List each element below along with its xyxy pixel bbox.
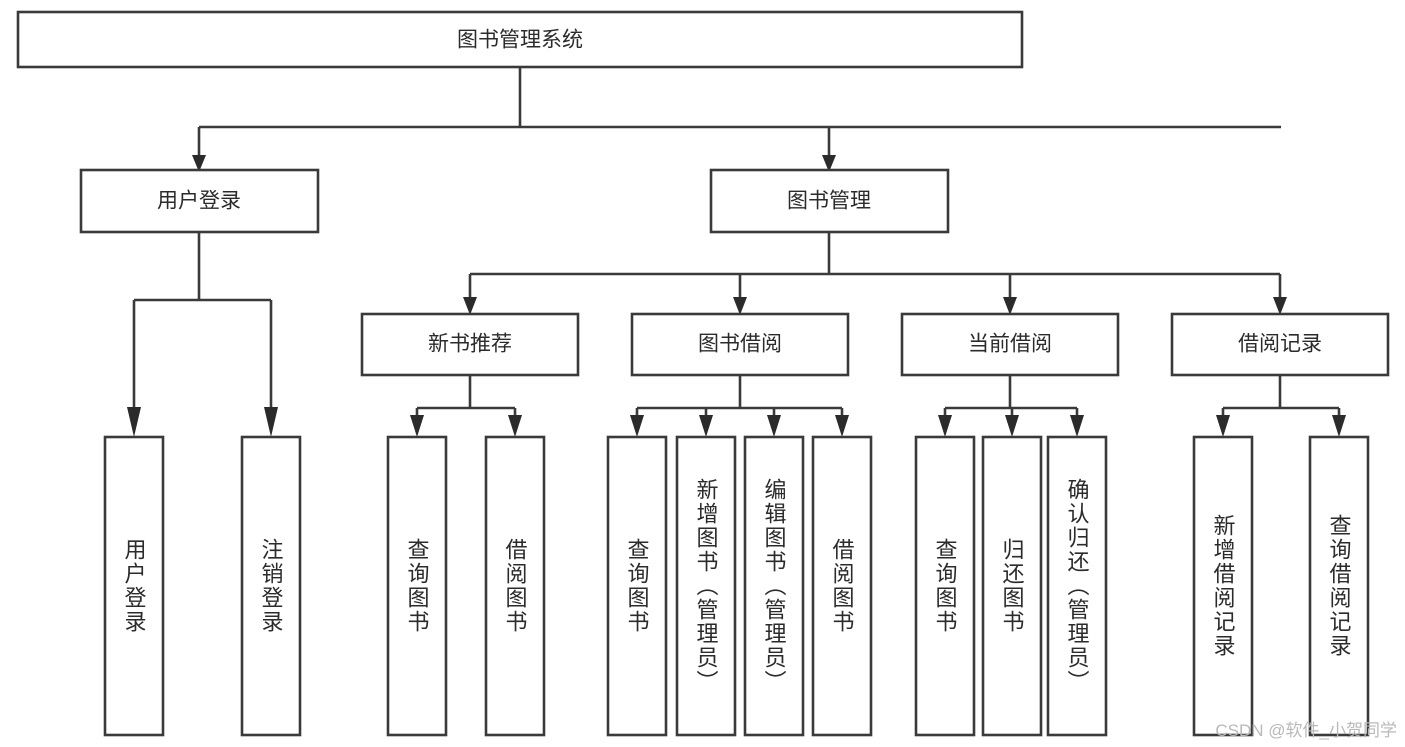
leaf-current-borrow-0-label: 查询图书	[933, 538, 958, 634]
connector-root-to-level2	[192, 67, 1281, 172]
connector-book-mgmt-to-level3	[463, 232, 1287, 315]
node-borrow-record-label: 借阅记录	[1238, 333, 1322, 356]
connector-borrow-record-to-leaves	[1216, 375, 1346, 437]
leaf-book-borrow-3-label: 借阅图书	[830, 538, 855, 634]
node-current-borrow-label: 当前借阅	[968, 333, 1052, 356]
node-book-borrow[interactable]: 图书借阅	[630, 312, 850, 377]
leaf-borrow-record-0-label: 新增借阅记录	[1211, 514, 1236, 658]
leaf-book-borrow-2[interactable]: 编辑图书（管理员）	[743, 435, 805, 737]
node-borrow-record[interactable]: 借阅记录	[1170, 312, 1390, 377]
node-book-borrow-label: 图书借阅	[698, 333, 782, 356]
leaf-borrow-record-1-label: 查询借阅记录	[1327, 514, 1352, 658]
node-current-borrow[interactable]: 当前借阅	[900, 312, 1120, 377]
leaf-current-borrow-1[interactable]: 归还图书	[981, 435, 1043, 737]
node-book-management-label: 图书管理	[787, 190, 871, 213]
node-root-label: 图书管理系统	[457, 29, 583, 52]
leaf-book-borrow-1-label: 新增图书（管理员）	[694, 478, 719, 694]
node-root[interactable]: 图书管理系统	[16, 10, 1024, 69]
leaf-current-borrow-0[interactable]: 查询图书	[914, 435, 976, 737]
leaf-user-login-1-label: 注销登录	[259, 538, 284, 634]
leaf-new-book-1[interactable]: 借阅图书	[484, 435, 546, 737]
connector-new-book-to-leaves	[410, 375, 522, 437]
leaf-current-borrow-2-label: 确认归还（管理员）	[1065, 478, 1090, 694]
node-user-login[interactable]: 用户登录	[79, 168, 320, 234]
node-book-management[interactable]: 图书管理	[709, 168, 950, 234]
node-new-book-recommend-label: 新书推荐	[428, 333, 512, 356]
connector-book-borrow-to-leaves	[630, 375, 849, 437]
connector-current-borrow-to-leaves	[938, 375, 1084, 437]
leaf-book-borrow-0[interactable]: 查询图书	[606, 435, 668, 737]
leaf-current-borrow-2[interactable]: 确认归还（管理员）	[1046, 435, 1108, 737]
leaf-new-book-1-label: 借阅图书	[503, 538, 528, 634]
leaf-current-borrow-1-label: 归还图书	[1000, 538, 1025, 634]
connector-user-login-to-leaves	[127, 232, 278, 437]
node-new-book-recommend[interactable]: 新书推荐	[360, 312, 580, 377]
leaf-borrow-record-0[interactable]: 新增借阅记录	[1192, 435, 1254, 737]
leaf-new-book-0[interactable]: 查询图书	[386, 435, 448, 737]
leaf-user-login-0-label: 用户登录	[122, 538, 147, 634]
csdn-watermark: CSDN @软件_小贺同学	[1215, 721, 1397, 740]
leaf-book-borrow-2-label: 编辑图书（管理员）	[762, 478, 787, 694]
leaf-user-login-0[interactable]: 用户登录	[103, 435, 165, 737]
node-user-login-label: 用户登录	[157, 190, 241, 213]
leaf-book-borrow-0-label: 查询图书	[625, 538, 650, 634]
leaf-book-borrow-1[interactable]: 新增图书（管理员）	[675, 435, 737, 737]
leaf-new-book-0-label: 查询图书	[405, 538, 430, 634]
leaf-book-borrow-3[interactable]: 借阅图书	[811, 435, 873, 737]
leaf-borrow-record-1[interactable]: 查询借阅记录	[1308, 435, 1370, 737]
leaf-user-login-1[interactable]: 注销登录	[240, 435, 302, 737]
